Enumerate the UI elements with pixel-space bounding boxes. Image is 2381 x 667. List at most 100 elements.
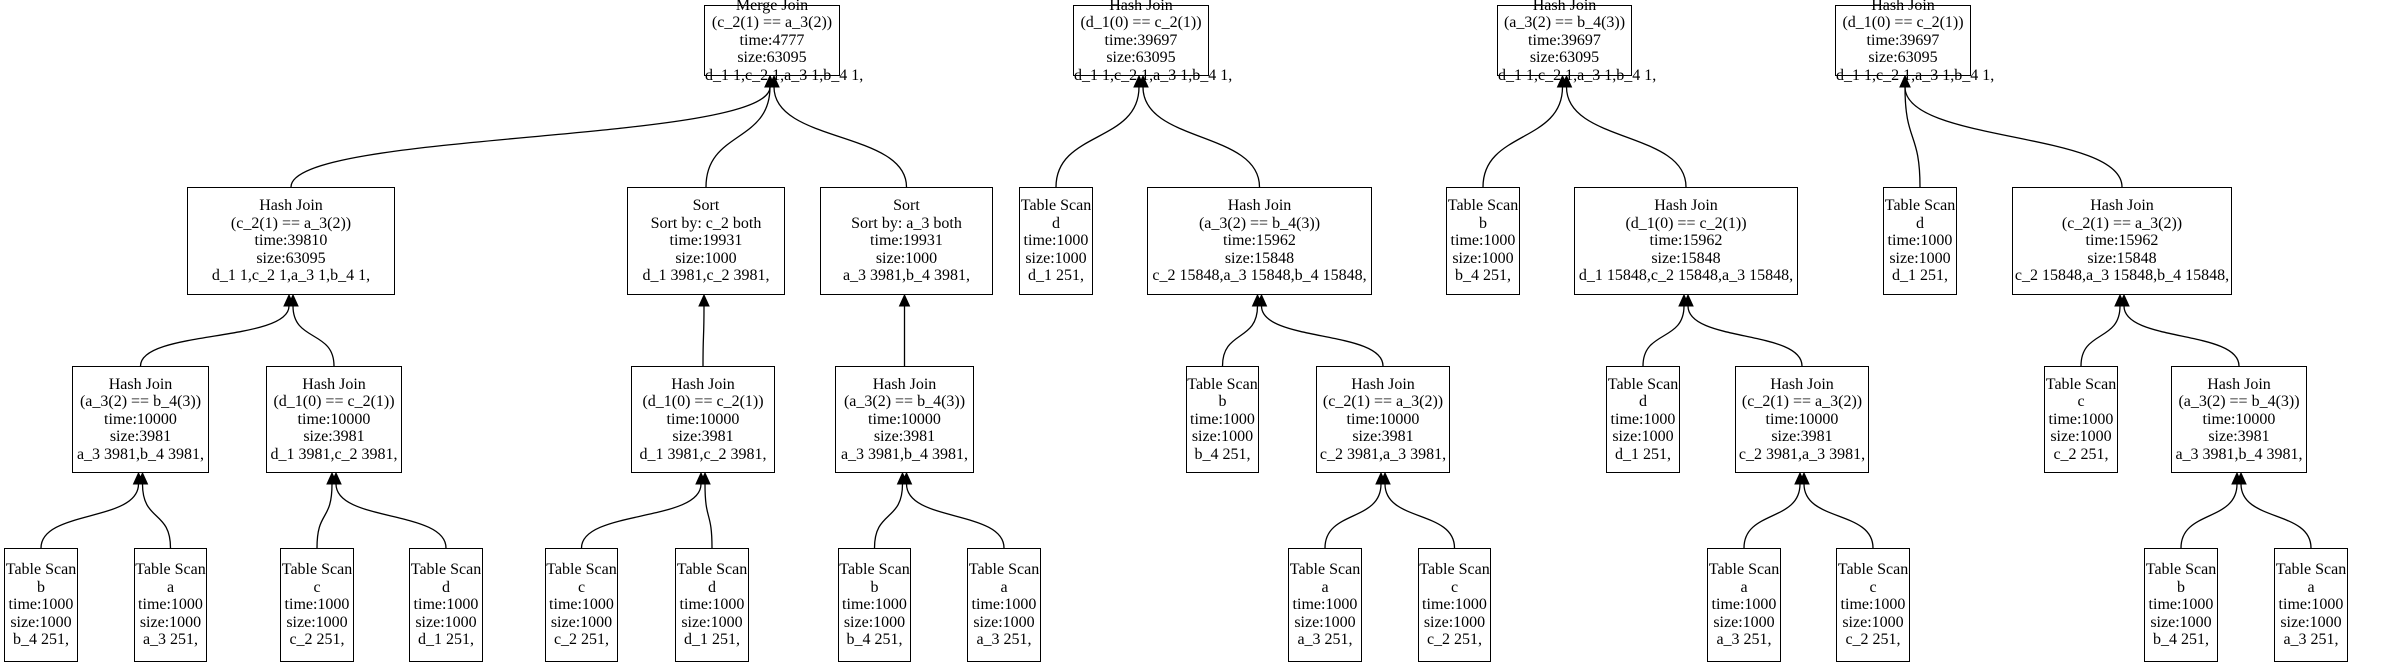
node-line: Table Scan [1187, 375, 1258, 393]
node-line: b [2177, 578, 2185, 596]
node-line: size:15848 [1224, 249, 1295, 267]
edge-line [2080, 305, 2121, 367]
node-line: size:1000 [1025, 249, 1087, 267]
node-line: size:3981 [873, 428, 936, 446]
node-line: size:63095 [1106, 49, 1176, 67]
edge-line [1482, 86, 1564, 188]
node-line: c_2 15848,a_3 15848,b_4 15848, [2014, 267, 2230, 285]
node-line: size:1000 [2280, 613, 2342, 631]
node-line: c [1869, 578, 1877, 596]
node-line: b_4 251, [846, 631, 903, 649]
edge-line [292, 305, 335, 367]
node-line: time:10000 [1765, 410, 1839, 428]
node-line: time:1000 [971, 596, 1037, 614]
node-line: a [1740, 578, 1748, 596]
edge-arrowhead [1899, 74, 1911, 88]
node-line: size:1000 [286, 613, 348, 631]
edge-line [1324, 483, 1382, 549]
node-line: d_1 3981,c_2 3981, [642, 267, 770, 285]
node-line: Table Scan [2045, 375, 2117, 393]
node-line: a [2307, 578, 2315, 596]
node-line: size:1000 [973, 613, 1035, 631]
edge-line [702, 305, 705, 367]
node-line: time:39697 [1528, 31, 1601, 49]
node-line: (c_2(1) == a_3(2)) [2061, 214, 2183, 232]
edge-arrowhead [1255, 293, 1268, 307]
node-line: Table Scan [2145, 561, 2217, 579]
node-line: time:1000 [284, 596, 350, 614]
node-line: (c_2(1) == a_3(2)) [1741, 393, 1863, 411]
node-line: d [1052, 214, 1060, 232]
node-line: d_1 251, [1892, 267, 1948, 285]
edge-line [2180, 483, 2238, 549]
edge-line [1687, 305, 1803, 367]
node-line: Table Scan [1447, 197, 1519, 215]
node-line: c_2 3981,a_3 3981, [1319, 445, 1447, 463]
node-line: a [1000, 578, 1008, 596]
edge-arrowhead [1682, 293, 1694, 307]
edge-line [705, 86, 771, 188]
edge-arrowhead [330, 471, 342, 485]
node-line: Sort by: c_2 both [650, 214, 762, 232]
node-line: Table Scan [839, 561, 910, 579]
edge-line [873, 483, 904, 549]
edge-line [1384, 483, 1456, 549]
node-line: d [708, 578, 716, 596]
node-line: time:39697 [1104, 31, 1178, 49]
node-line: Table Scan [2275, 561, 2347, 579]
edge-line [290, 86, 771, 188]
node-line: size:63095 [1529, 49, 1600, 67]
node-line: size:1000 [675, 249, 737, 267]
node-line: time:1000 [1190, 410, 1255, 428]
node-line: b_4 251, [1455, 267, 1511, 285]
node-line: Table Scan [281, 561, 353, 579]
node-line: size:1000 [1294, 613, 1356, 631]
node-line: a_3 3981,b_4 3981, [2175, 445, 2303, 463]
node-line: Hash Join [1227, 197, 1292, 215]
node-line: time:1000 [1450, 232, 1516, 250]
node-line: (c_2(1) == a_3(2)) [1322, 393, 1444, 411]
node-line: c_2 251, [2053, 445, 2109, 463]
node-line: a_3 3981,b_4 3981, [76, 445, 205, 463]
node-line: c [577, 578, 586, 596]
node-line: c [1450, 578, 1459, 596]
node-line: size:3981 [303, 428, 365, 446]
node-line: time:10000 [666, 410, 740, 428]
node-line: d [1639, 393, 1647, 411]
node-line: time:10000 [2202, 410, 2276, 428]
edge-line [1260, 305, 1384, 367]
node-line: time:39810 [254, 232, 328, 250]
node-line: size:1000 [1452, 249, 1514, 267]
node-line: Hash Join [872, 375, 937, 393]
node-line: d_1 3981,c_2 3981, [270, 445, 398, 463]
node-line: Table Scan [676, 561, 748, 579]
edge-line [316, 483, 333, 549]
node-line: Hash Join [1770, 375, 1834, 393]
node-line: time:1000 [2048, 410, 2114, 428]
node-line: time:1000 [2148, 596, 2214, 614]
node-line: time:4777 [739, 31, 805, 49]
node-line: b [37, 578, 45, 596]
edge-line [40, 483, 140, 549]
node-line: b [870, 578, 879, 596]
node-line: size:1000 [2050, 428, 2112, 446]
node-line: b [1479, 214, 1487, 232]
edge-arrowhead [2118, 293, 2130, 307]
node-line: Hash Join [1871, 0, 1935, 14]
node-line: Table Scan [5, 561, 77, 579]
node-line: a_3 251, [976, 631, 1032, 649]
node-line: time:1000 [1422, 596, 1487, 614]
node-line: size:1000 [875, 249, 938, 267]
